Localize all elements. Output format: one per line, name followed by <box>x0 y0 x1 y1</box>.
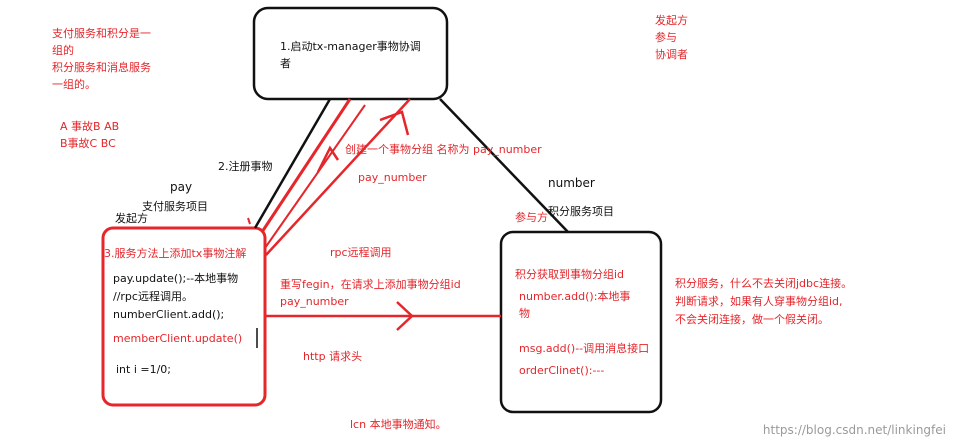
pay-service-line-1: pay.update();--本地事物 <box>113 272 239 285</box>
label-register: 2.注册事物 <box>218 160 273 173</box>
note-ab-2: B事故C BC <box>60 137 116 150</box>
red-line-3 <box>265 98 411 256</box>
pay-service-line-3: numberClient.add(); <box>113 308 225 321</box>
pay-service-member-line: memberClient.update() <box>113 332 243 345</box>
coordinator-line1: 1.启动tx-manager事物协调 <box>280 40 421 53</box>
label-pay-number-arrow: pay_number <box>280 295 349 308</box>
label-participant: 参与方 <box>515 211 548 224</box>
note-top-right-3: 协调者 <box>655 48 688 61</box>
number-service-line-5: orderClinet():--- <box>519 364 605 377</box>
label-pay-project: 支付服务项目 <box>142 200 208 213</box>
coordinator-line2: 者 <box>280 57 291 70</box>
arrowhead-1 <box>316 145 340 173</box>
right-note-2: 判断请求，如果有人穿事物分组id, <box>675 295 843 308</box>
note-top-left-3: 积分服务和消息服务 <box>52 61 151 74</box>
arrowhead-2 <box>379 110 410 136</box>
label-pay-number-mid: pay_number <box>358 171 427 184</box>
label-rewrite: 重写fegin，在请求上添加事物分组id <box>280 278 461 291</box>
number-service-title: 积分获取到事物分组id <box>515 268 625 281</box>
label-number: number <box>548 176 595 190</box>
note-top-right-2: 参与 <box>655 31 677 44</box>
watermark: https://blog.csdn.net/linkingfei <box>762 423 946 437</box>
number-service-line-4: msg.add()--调用消息接口 <box>519 342 650 355</box>
note-top-left-1: 支付服务和积分是一 <box>52 27 151 40</box>
label-lcn-notice: lcn 本地事物通知。 <box>350 418 447 431</box>
pay-service-int-line: int i =1/0; <box>116 363 172 376</box>
label-create-group: 创建一个事物分组 名称为 pay_number <box>345 143 542 156</box>
right-note-3: 不会关闭连接，做一个假关闭。 <box>675 313 829 326</box>
label-rpc-call: rpc远程调用 <box>330 246 392 259</box>
note-top-right-1: 发起方 <box>655 14 688 27</box>
right-note-1: 积分服务，什么不去关闭jdbc连接。 <box>675 277 853 290</box>
note-ab-1: A 事故B AB <box>60 120 120 133</box>
rpc-arrowhead <box>396 301 414 331</box>
number-service-box <box>499 230 663 414</box>
coordinator-number-line <box>439 98 569 233</box>
red-tick <box>247 217 251 225</box>
number-service-line-1: number.add():本地事 <box>519 290 631 303</box>
note-top-left-2: 组的 <box>52 44 74 57</box>
pay-service-line-2: //rpc远程调用。 <box>113 290 193 303</box>
label-pay: pay <box>170 180 193 194</box>
pay-service-title: 3.服务方法上添加tx事物注解 <box>104 247 247 260</box>
label-number-project: 积分服务项目 <box>548 205 614 218</box>
coordinator-box <box>252 6 449 101</box>
register-line <box>253 98 332 229</box>
note-top-left-4: 一组的。 <box>52 78 96 91</box>
red-line-2 <box>264 104 366 249</box>
red-line-1 <box>260 98 352 233</box>
label-http-header: http 请求头 <box>303 350 363 363</box>
label-initiator: 发起方 <box>115 212 148 225</box>
number-service-line-2: 物 <box>519 307 530 320</box>
